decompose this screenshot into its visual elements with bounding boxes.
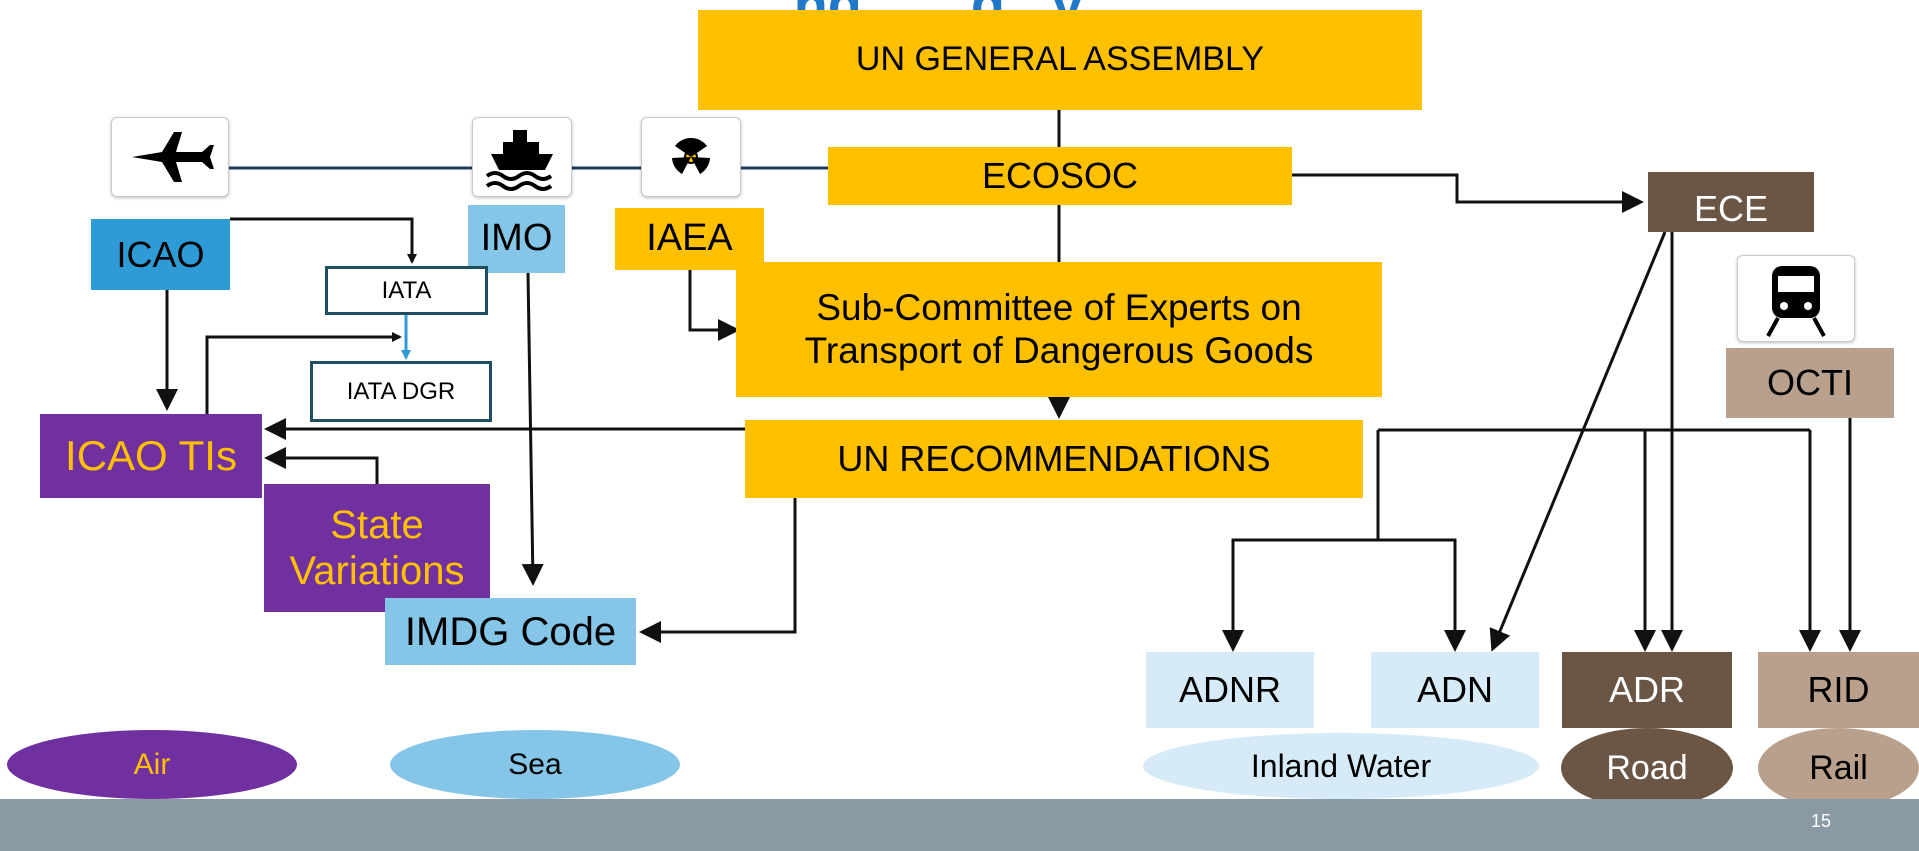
state-variations-box: State Variations — [264, 484, 490, 612]
icaotis-iatadgr-line — [205, 332, 402, 414]
adn-box: ADN — [1371, 652, 1539, 728]
iata-box: IATA — [325, 266, 488, 315]
ship-icon — [472, 117, 572, 197]
icao-iata-line — [230, 217, 417, 264]
ecosoc-box: ECOSOC — [828, 147, 1292, 205]
icao-tis-box: ICAO TIs — [40, 414, 262, 498]
ece-adn-line — [1489, 231, 1667, 652]
unrec-adn-line — [1378, 538, 1466, 652]
air-oval: Air — [7, 730, 297, 799]
ecosoc-ece-line — [1292, 173, 1644, 213]
train-icon — [1737, 255, 1855, 342]
iaea-box: IAEA — [615, 208, 764, 270]
iata-dgr-box: IATA DGR — [310, 361, 492, 422]
imo-imdg-line — [521, 272, 544, 586]
iaea-sub-line — [688, 270, 740, 341]
rail-oval: Rail — [1758, 728, 1919, 808]
imo-box: IMO — [468, 205, 565, 273]
un-recommendations-box: UN RECOMMENDATIONS — [745, 420, 1363, 498]
imdg-code-box: IMDG Code — [385, 598, 636, 665]
unrec-imdg-line — [639, 498, 797, 643]
adnr-box: ADNR — [1146, 652, 1314, 728]
page-number: 15 — [1810, 811, 1831, 831]
unrec-split-line — [1222, 430, 1380, 652]
sea-oval: Sea — [390, 730, 680, 799]
slide-footer: 15 — [0, 799, 1919, 851]
sub-committee-box: Sub-Committee of Experts on Transport of… — [736, 262, 1382, 397]
radiation-icon — [641, 117, 741, 197]
ece-box: ECE — [1648, 172, 1814, 232]
statevar-icaotis-line — [264, 447, 379, 484]
inland-water-oval: Inland Water — [1143, 733, 1539, 799]
octi-box: OCTI — [1726, 348, 1894, 418]
airplane-icon — [111, 117, 229, 197]
road-oval: Road — [1561, 728, 1733, 808]
icao-box: ICAO — [91, 219, 230, 290]
adr-box: ADR — [1562, 652, 1732, 728]
un-general-assembly-box: UN GENERAL ASSEMBLY — [698, 10, 1422, 110]
rid-box: RID — [1758, 652, 1919, 728]
